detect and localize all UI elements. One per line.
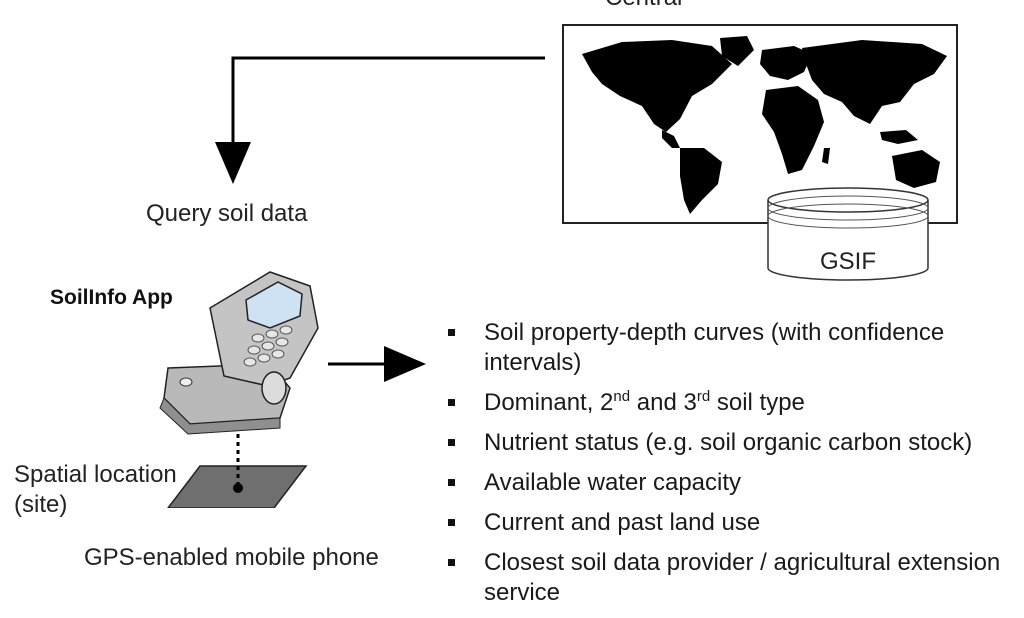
- query-arrow: [215, 56, 545, 184]
- soil-info-output-list: Soil property-depth curves (with confide…: [446, 318, 1024, 618]
- list-item: Available water capacity: [446, 468, 1024, 498]
- madagascar-shape: [822, 148, 830, 164]
- partial-title: Central: [605, 0, 682, 12]
- indonesia-shape: [880, 130, 918, 144]
- list-item: Nutrient status (e.g. soil organic carbo…: [446, 428, 1024, 458]
- central-america-shape: [662, 130, 680, 148]
- europe-shape: [760, 46, 812, 80]
- gsif-label: GSIF: [820, 248, 877, 275]
- site-dot: [233, 483, 243, 493]
- gsif-database-icon: [767, 187, 929, 281]
- list-item: Current and past land use: [446, 508, 1024, 538]
- query-soil-data-label: Query soil data: [146, 200, 308, 227]
- diagram-connectors: [215, 56, 545, 382]
- list-item: Closest soil data provider / agricultura…: [446, 548, 1024, 608]
- north-america-shape: [582, 40, 732, 132]
- list-item: Dominant, 2nd and 3rd soil type: [446, 388, 1024, 418]
- asia-shape: [802, 40, 947, 124]
- greenland-shape: [720, 36, 754, 66]
- spatial-location-label: Spatial location (site): [14, 461, 177, 518]
- phone-caption: GPS-enabled mobile phone: [84, 544, 379, 571]
- mobile-phone-icon: [159, 271, 319, 508]
- australia-shape: [892, 150, 940, 188]
- africa-shape: [762, 86, 824, 174]
- phone-screen: [245, 281, 303, 329]
- app-title: SoilInfo App: [50, 286, 173, 309]
- list-item: Soil property-depth curves (with confide…: [446, 318, 1024, 378]
- south-america-shape: [680, 148, 722, 214]
